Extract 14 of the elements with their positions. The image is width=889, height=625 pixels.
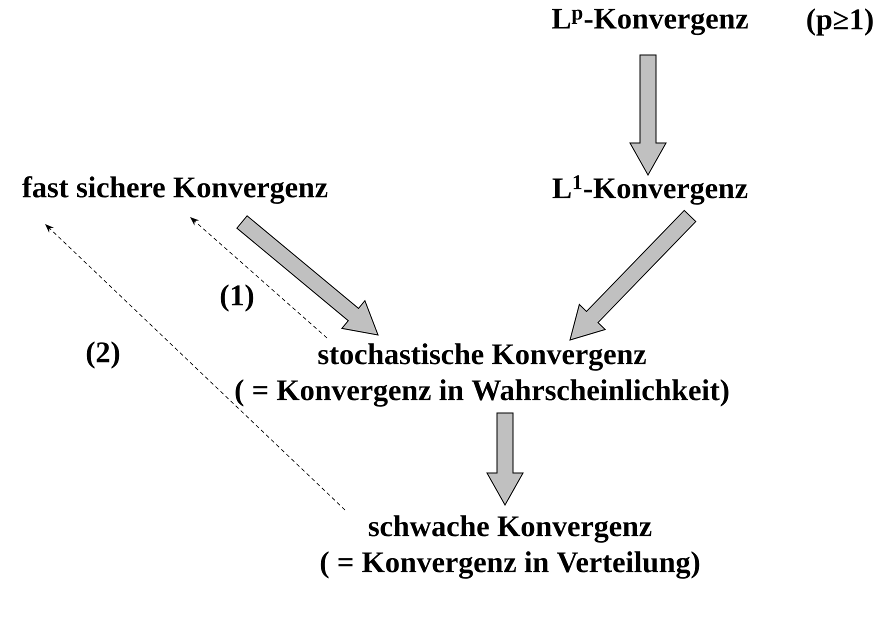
condition-label: (p≥1): [807, 8, 873, 36]
concept-label: stochastische Konvergenz ( = Konvergenz in Wahrscheinlichkeit): [236, 343, 728, 407]
block-arrow: [236, 215, 379, 336]
dashed-arrow: [45, 224, 346, 510]
concept-label: schwache Konvergenz ( = Konvergenz in Verteilung): [320, 515, 700, 579]
concept-label: L$^{p}$-Konvergenz: [552, 8, 748, 36]
dashed-arrow: [190, 217, 328, 338]
concept-label: fast sichere Konvergenz: [22, 176, 328, 204]
edge-label: (1): [218, 283, 256, 313]
block-arrow: [486, 412, 524, 506]
block-arrow: [629, 54, 667, 176]
edge-label: (2): [84, 340, 122, 370]
concept-label: L$^{1}$-Konvergenz: [552, 175, 748, 205]
block-arrow: [569, 210, 696, 341]
